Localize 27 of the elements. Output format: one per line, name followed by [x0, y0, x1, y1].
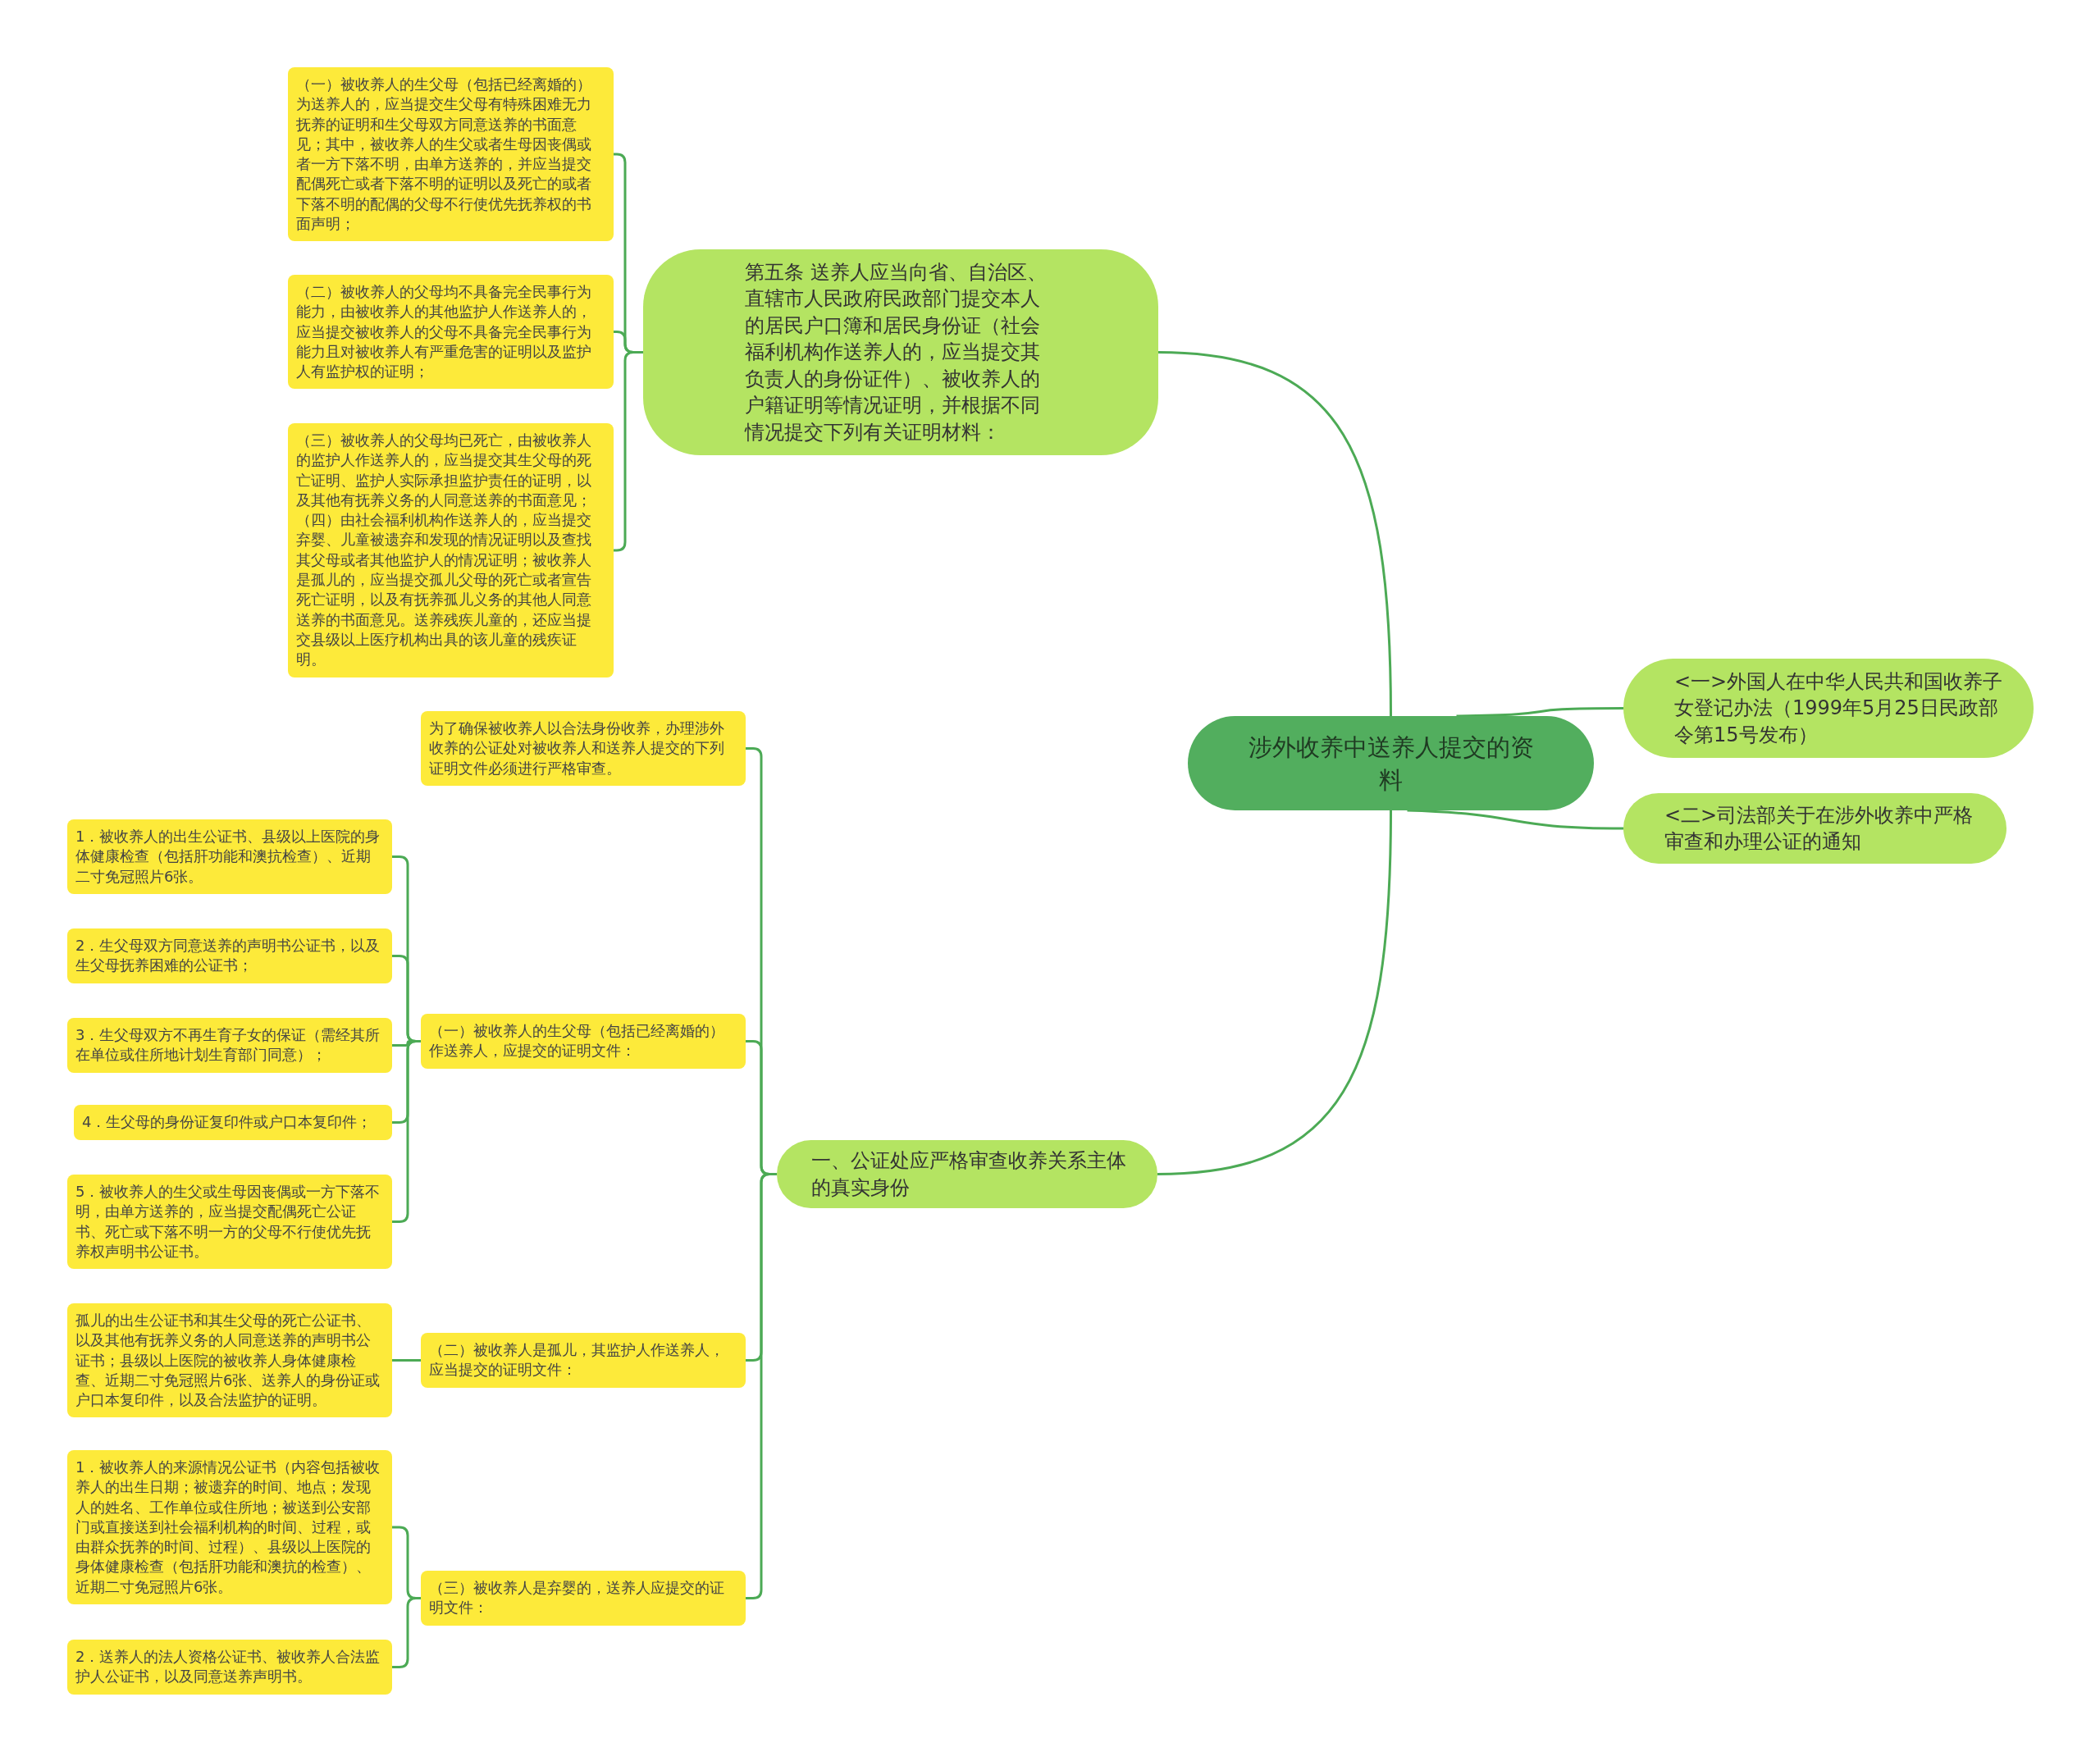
note-box: 为了确保被收养人以合法身份收养，办理涉外收养的公证处对被收养人和送养人提交的下列证明文件必须进行严格审查。 [421, 711, 746, 786]
note-box: （三）被收养人是弃婴的，送养人应提交的证明文件： [421, 1571, 746, 1626]
note-box: 孤儿的出生公证书和其生父母的死亡公证书、以及其他有抚养义务的人同意送养的声明书公证书；县级以上医院的被收养人身体健康检查、近期二寸免冠照片6张、送养人的身份证或户口本复印件，以及合法监护的证明。 [67, 1303, 392, 1418]
topic-bubble: <一>外国人在中华人民共和国收养子女登记办法（1999年5月25日民政部令第15号发布） [1623, 659, 2034, 758]
connector-line [1456, 707, 1623, 718]
note-box: （三）被收养人的父母均已死亡，由被收养人的监护人作送养人的，应当提交其生父母的死亡证明、监护人实际承担监护责任的证明，以及其他有抚养义务的人同意送养的书面意见； （四）由社会福利机构作送养人的，应当提交弃婴、儿童被遗弃和发现的情况证明以及查找其父母或者其他监护人的情况证明；被收养人是孤儿的，应当提交孤儿父母的死亡或者宣告死亡证明，以及有抚养孤儿义务的其他人同意送养的书面意见。送养残疾儿童的，还应当提交县级以上医疗机构出具的该儿童的残疾证明。 [288, 423, 614, 677]
note-box: 1．被收养人的出生公证书、县级以上医院的身体健康检查（包括肝功能和澳抗检查）、近期二寸免冠照片6张。 [67, 819, 392, 894]
topic-bubble: 一、公证处应严格审查收养关系主体的真实身份 [777, 1140, 1157, 1208]
note-box: （二）被收养人的父母均不具备完全民事行为能力，由被收养人的其他监护人作送养人的，应当提交被收养人的父母不具备完全民事行为能力且对被收养人有严重危害的证明以及监护人有监护权的证明； [288, 275, 614, 390]
connector-line [392, 1040, 421, 1223]
connector-line [392, 1597, 421, 1668]
connector-line [1157, 351, 1392, 717]
connector-line [392, 1359, 421, 1362]
note-box: 2．生父母双方同意送养的声明书公证书，以及生父母抚养困难的公证书； [67, 928, 392, 983]
note-box: 3．生父母双方不再生育子女的保证（需经其所在单位或住所地计划生育部门同意）； [67, 1018, 392, 1073]
connector-line [1407, 809, 1623, 830]
note-box: （一）被收养人的生父母（包括已经离婚的）为送养人的，应当提交生父母有特殊困难无力抚养的证明和生父母双方同意送养的书面意见；其中，被收养人的生父或者生母因丧偶或者一方下落不明，由单方送养的，并应当提交配偶死亡或者下落不明的证明以及死亡的或者下落不明的配偶的父母不行使优先抚养权的书面声明； [288, 67, 614, 242]
central-topic-bubble: 涉外收养中送养人提交的资料 [1188, 716, 1594, 810]
note-box: 2．送养人的法人资格公证书、被收养人合法监护人公证书，以及同意送养声明书。 [67, 1640, 392, 1695]
note-box: 5．被收养人的生父或生母因丧偶或一方下落不明，由单方送养的，应当提交配偶死亡公证书、死亡或下落不明一方的父母不行使优先抚养权声明书公证书。 [67, 1175, 392, 1270]
note-box: （一）被收养人的生父母（包括已经离婚的）作送养人，应提交的证明文件： [421, 1014, 746, 1069]
note-box: 1．被收养人的来源情况公证书（内容包括被收养人的出生日期；被遗弃的时间、地点；发现人的姓名、工作单位或住所地；被送到公安部门或直接送到社会福利机构的时间、过程，或由群众抚养的时间、过程）、县级以上医院的身体健康检查（包括肝功能和澳抗的检查）、近期二寸免冠照片6张。 [67, 1450, 392, 1605]
topic-bubble: 第五条 送养人应当向省、自治区、直辖市人民政府民政部门提交本人的居民户口簿和居民身份证（社会福利机构作送养人的，应当提交其负责人的身份证件）、被收养人的户籍证明等情况证明，并根据不同情况提交下列有关证明材料： [643, 249, 1158, 455]
connector-line [1157, 810, 1392, 1175]
note-box: （二）被收养人是孤儿，其监护人作送养人，应当提交的证明文件： [421, 1333, 746, 1388]
topic-bubble: <二>司法部关于在涉外收养中严格审查和办理公证的通知 [1623, 793, 2006, 864]
note-box: 4．生父母的身份证复印件或户口本复印件； [74, 1105, 392, 1140]
